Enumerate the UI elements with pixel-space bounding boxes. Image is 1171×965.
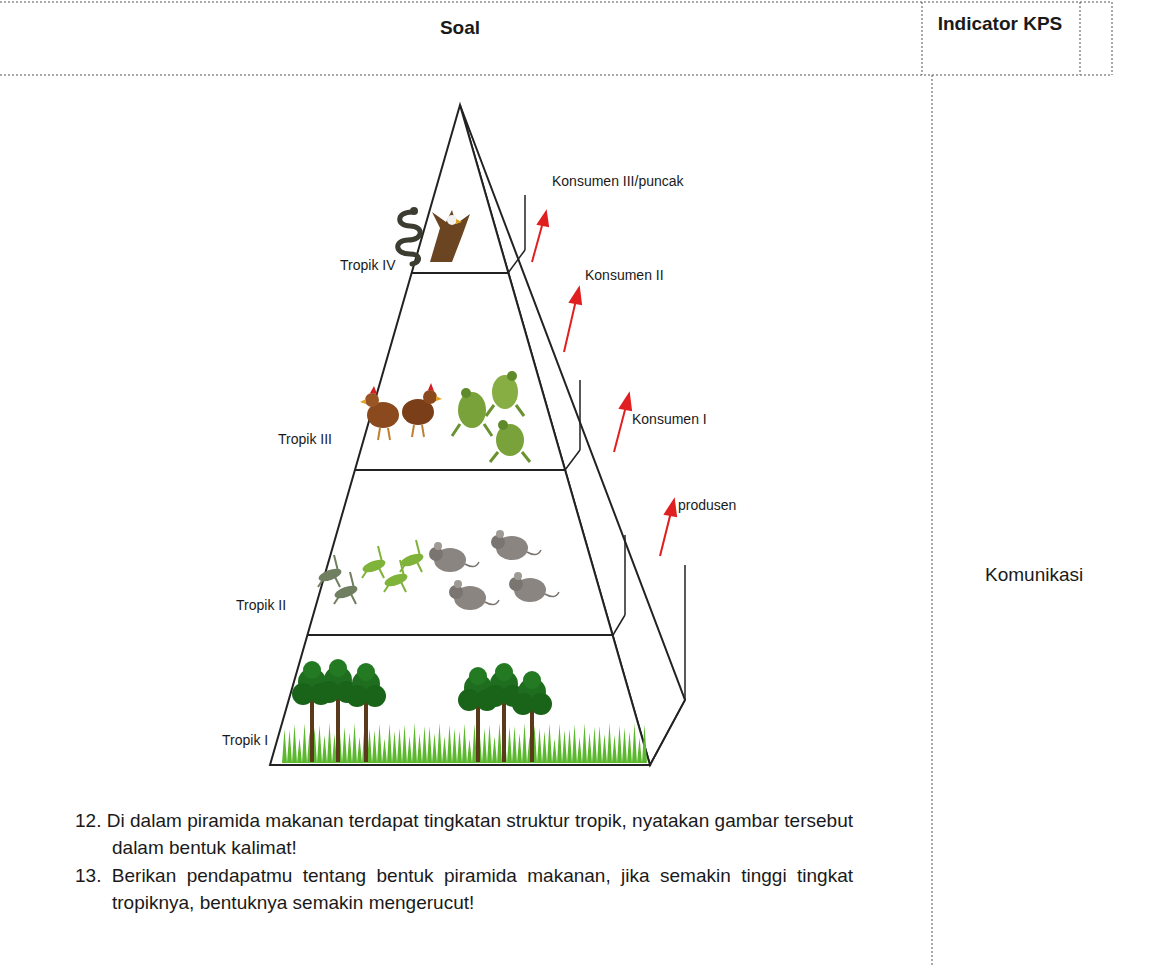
indicator-cell: Komunikasi bbox=[985, 563, 1135, 588]
chickens-frogs-part bbox=[428, 383, 434, 391]
chickens-frogs-part bbox=[458, 392, 486, 428]
diagram-label: Tropik III bbox=[278, 430, 358, 448]
chickens-frogs-part bbox=[370, 386, 377, 394]
grasshoppers-mice-part bbox=[400, 540, 422, 572]
energy-arrows bbox=[532, 212, 676, 556]
diagram-label: Konsumen II bbox=[585, 266, 695, 284]
plants-part bbox=[364, 698, 368, 762]
plants-part bbox=[469, 667, 487, 685]
grasshoppers-mice-part bbox=[545, 592, 559, 597]
grasshoppers-mice-part bbox=[434, 542, 442, 550]
grasshoppers-mice-part bbox=[485, 600, 499, 605]
plants-part bbox=[502, 698, 506, 762]
plants-part bbox=[336, 694, 340, 762]
pyramid-outline-part bbox=[270, 105, 650, 765]
snake-eagle-part bbox=[456, 219, 462, 224]
pyramid-outline-part bbox=[624, 535, 626, 615]
chickens-frogs-part bbox=[422, 425, 424, 437]
question-text: 13. Berikan pendapatmu tentang bentuk pi… bbox=[75, 863, 853, 916]
energy-arrows-part bbox=[660, 512, 671, 556]
energy-arrows-part bbox=[620, 394, 631, 410]
diagram-label: Tropik II bbox=[236, 596, 311, 614]
energy-arrows-part bbox=[564, 300, 576, 352]
pyramid-outline-part bbox=[650, 700, 685, 765]
pyramid-outline-part bbox=[579, 380, 581, 450]
table-grid-part bbox=[0, 75, 1112, 76]
chickens-frogs-part bbox=[378, 428, 380, 440]
snake-eagle-part bbox=[430, 210, 470, 262]
pyramid-outline-part bbox=[684, 565, 686, 700]
table-grid-part bbox=[0, 2, 1112, 3]
energy-arrows-part bbox=[538, 212, 548, 226]
grasshoppers-mice-part bbox=[334, 572, 356, 604]
question-text: 12. Di dalam piramida makanan terdapat t… bbox=[75, 808, 853, 861]
chickens-frogs-part bbox=[452, 424, 492, 436]
chickens-frogs-part bbox=[498, 420, 508, 430]
diagram-label: Konsumen I bbox=[632, 410, 732, 428]
diagram-label: Tropik I bbox=[222, 731, 292, 749]
chickens-frogs-part bbox=[412, 425, 414, 437]
plants-part bbox=[303, 661, 321, 679]
grasshoppers-mice-part bbox=[318, 555, 340, 587]
energy-arrows-part bbox=[532, 222, 543, 262]
plants-part bbox=[476, 702, 480, 762]
chickens-frogs bbox=[360, 371, 530, 462]
chickens-frogs-part bbox=[486, 405, 524, 416]
grasshoppers-mice-part bbox=[362, 546, 384, 578]
chickens-frogs-part bbox=[365, 393, 379, 407]
chickens-frogs-part bbox=[461, 388, 471, 398]
plants-part bbox=[523, 671, 541, 689]
chickens-frogs-part bbox=[490, 452, 530, 462]
grasshoppers-mice-part bbox=[454, 580, 462, 588]
grasshoppers-mice-part bbox=[527, 550, 541, 555]
chickens-frogs-part bbox=[436, 396, 442, 401]
table-grid-part bbox=[1112, 2, 1113, 75]
plants-part bbox=[364, 685, 386, 707]
plants bbox=[282, 659, 647, 763]
header-cell: Soal bbox=[380, 16, 540, 41]
snake-eagle-part bbox=[447, 215, 457, 225]
pyramid-outline bbox=[270, 105, 685, 765]
chickens-frogs-part bbox=[388, 428, 390, 440]
pyramid-outline-part bbox=[565, 450, 580, 470]
grasshoppers-mice bbox=[317, 530, 559, 610]
pyramid-outline-part bbox=[524, 195, 526, 250]
plants-part bbox=[530, 706, 534, 762]
table-grid-part bbox=[922, 2, 923, 75]
diagram-label: produsen bbox=[678, 496, 768, 514]
chickens-frogs-part bbox=[507, 371, 517, 381]
plants-part bbox=[530, 693, 552, 715]
table-grid bbox=[0, 2, 1112, 965]
snake-eagle bbox=[398, 207, 470, 264]
pyramid-outline-part bbox=[307, 634, 613, 636]
plants-part bbox=[357, 663, 375, 681]
energy-arrows-part bbox=[665, 500, 676, 516]
plants-part bbox=[310, 696, 314, 762]
snake-eagle-part bbox=[398, 212, 421, 264]
header-cell: Indicator KPS bbox=[930, 12, 1070, 37]
plants-part bbox=[329, 659, 347, 677]
diagram-label: Tropik IV bbox=[340, 256, 420, 274]
chickens-frogs-part bbox=[423, 390, 437, 404]
table-grid-part bbox=[1080, 2, 1081, 75]
plants-part bbox=[495, 663, 513, 681]
chickens-frogs-part bbox=[360, 399, 366, 404]
pyramid-outline-part bbox=[508, 250, 525, 273]
diagram-label: Konsumen III/puncak bbox=[552, 172, 712, 190]
energy-arrows-part bbox=[614, 406, 626, 452]
grasshoppers-mice-part bbox=[514, 572, 522, 580]
pyramid-outline-part bbox=[412, 272, 508, 274]
table-grid-part bbox=[932, 75, 933, 965]
grasshoppers-mice-part bbox=[496, 530, 504, 538]
pyramid-outline-part bbox=[613, 615, 625, 635]
snake-eagle-part bbox=[410, 207, 418, 215]
grasshoppers-mice-part bbox=[465, 562, 479, 567]
pyramid-outline-part bbox=[355, 469, 565, 471]
energy-arrows-part bbox=[570, 288, 581, 304]
